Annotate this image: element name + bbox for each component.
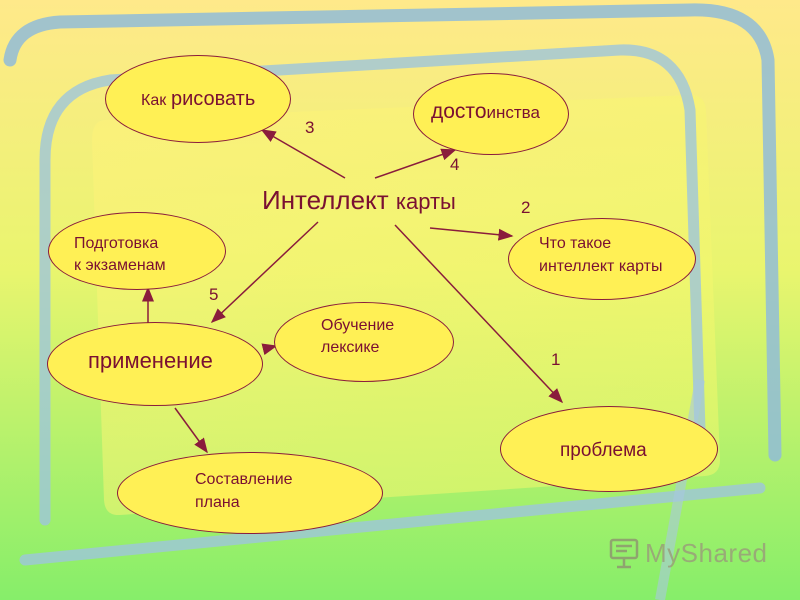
node-dostoinstva: достоинства: [413, 73, 569, 155]
chto-takoe-line1: Что такое: [539, 235, 612, 252]
number-3: 3: [305, 118, 315, 137]
watermark-text: MyShared: [645, 537, 768, 568]
frame-bottom: [19, 482, 766, 566]
chto-takoe-line2: интеллект карты: [539, 258, 663, 275]
obuchenie-line1: Обучение: [321, 317, 395, 334]
number-2: 2: [521, 198, 531, 217]
problema-label: проблема: [560, 440, 647, 461]
node-podgotovka: Подготовка к экзаменам: [48, 212, 226, 290]
sostavlenie-line1: Составление: [195, 471, 293, 488]
node-chto-takoe: Что такое интеллект карты: [508, 218, 696, 300]
dostoinstva-part2: инства: [486, 103, 540, 122]
number-4: 4: [450, 155, 460, 174]
presentation-icon: [609, 538, 639, 569]
obuchenie-line2: лексике: [321, 339, 380, 356]
node-kak-risovat: Как рисовать: [105, 55, 291, 143]
frame-outer: [3, 3, 782, 462]
center-title-main: Интеллект: [262, 185, 389, 215]
kak-risovat-part1: Как: [141, 92, 167, 109]
number-5: 5: [209, 285, 219, 304]
kak-risovat-part2: рисовать: [170, 88, 256, 110]
frame-inner: [39, 44, 706, 526]
node-primenenie: применение: [47, 322, 263, 406]
center-title: Интеллект карты: [262, 185, 456, 216]
sostavlenie-line2: плана: [195, 494, 240, 511]
node-obuchenie: Обучение лексике: [274, 302, 454, 382]
podgotovka-line1: Подготовка: [74, 235, 159, 252]
node-problema: проблема: [500, 406, 718, 492]
node-sostavlenie: Составление плана: [117, 452, 383, 534]
dostoinstva-part1: досто: [431, 100, 487, 123]
center-title-sub: карты: [395, 189, 456, 214]
watermark: MyShared: [607, 535, 768, 571]
podgotovka-line2: к экзаменам: [74, 257, 166, 274]
primenenie-label: применение: [88, 348, 213, 373]
number-1: 1: [551, 350, 561, 369]
